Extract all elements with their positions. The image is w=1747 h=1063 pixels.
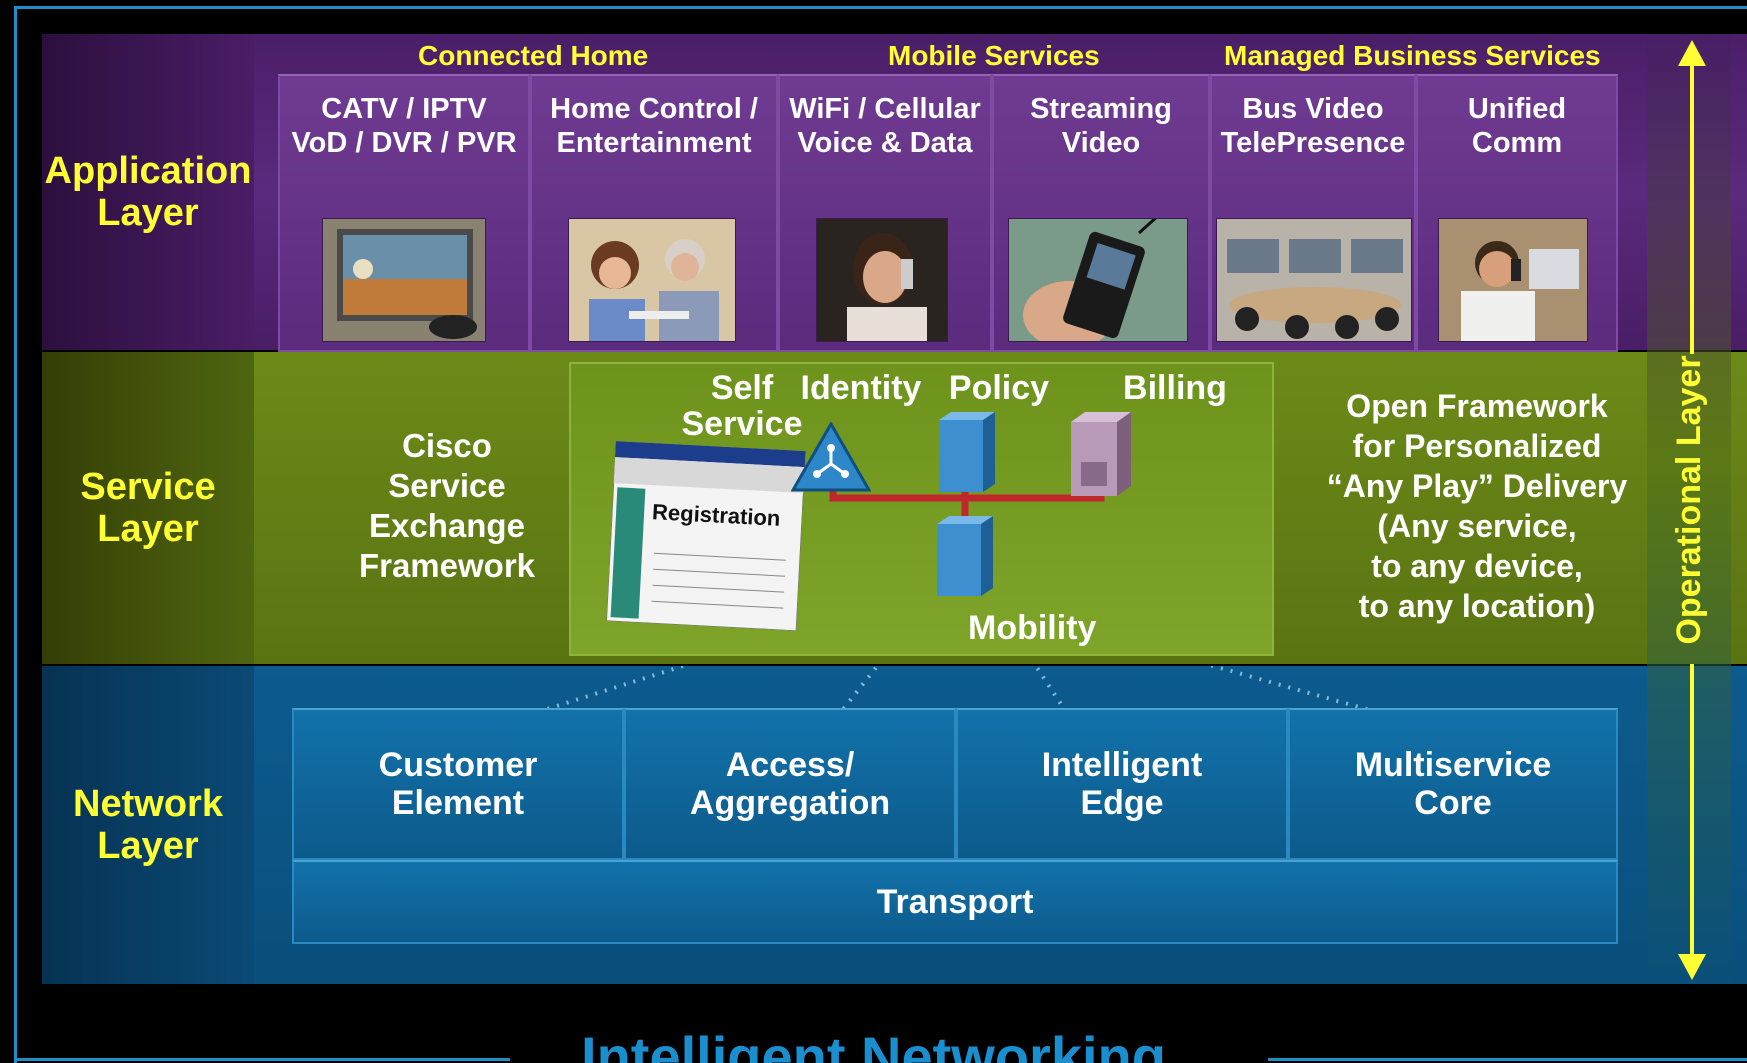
category-managed-business: Managed Business Services: [1224, 40, 1601, 71]
mobile-video-photo: [1008, 218, 1188, 342]
footer-divider-left: [14, 1058, 510, 1061]
telepresence-photo: [1216, 218, 1412, 342]
man-phone-photo: [1438, 218, 1588, 342]
service-connector-lines: [829, 484, 1105, 520]
outer-frame: [14, 6, 1747, 1063]
woman-phone-photo: [816, 218, 948, 342]
tv-photo: [322, 218, 486, 342]
mobility-label: Mobility: [968, 609, 1097, 647]
mobility-server-icon: [937, 516, 993, 596]
family-gaming-photo: [568, 218, 736, 342]
app-tile-home-control: Home Control /Entertainment: [530, 74, 778, 352]
registration-window: Registration: [605, 440, 807, 632]
operational-layer-column: [1647, 34, 1731, 984]
identity-icon: [791, 422, 871, 492]
footer-divider-right: [1268, 1058, 1747, 1061]
identity-label: Identity: [800, 369, 922, 407]
billing-server-icon: [1071, 412, 1131, 496]
category-mobile-services: Mobile Services: [888, 40, 1100, 71]
category-connected-home: Connected Home: [418, 40, 649, 71]
operational-layer-arrow: [1678, 40, 1706, 980]
billing-label: Billing: [1123, 369, 1227, 407]
network-transport: Transport: [292, 860, 1618, 944]
operational-layer-label: Operational Layer: [1670, 355, 1708, 645]
network-access-aggregation: Access/Aggregation: [624, 708, 956, 860]
policy-label: Policy: [948, 369, 1050, 407]
policy-server-icon: [939, 412, 995, 492]
footer-title: Intelligent Networking: [581, 1025, 1166, 1063]
